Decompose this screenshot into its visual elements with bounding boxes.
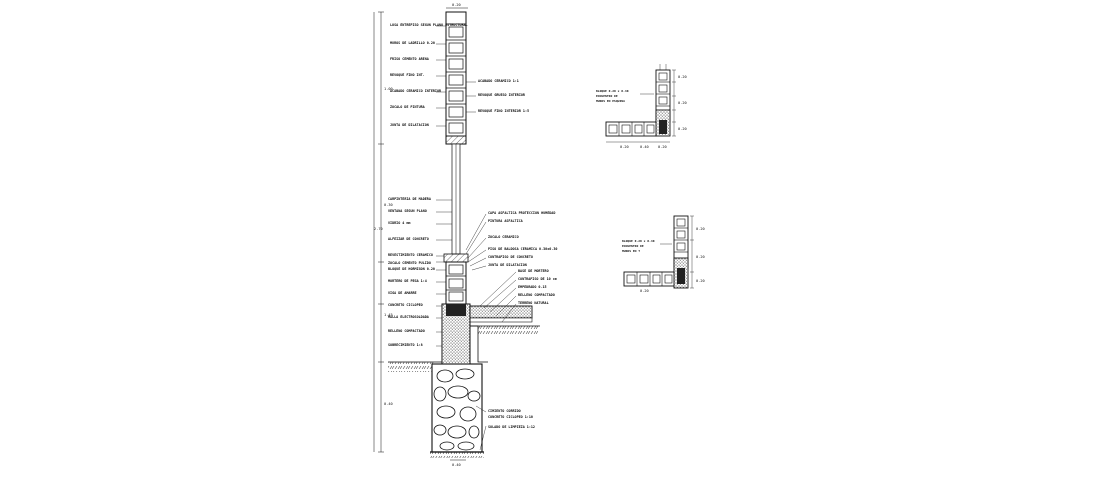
dim-left-top: 1.00: [384, 87, 393, 91]
annotation-label: CONCRETO CICLOPEO: [388, 303, 423, 307]
labels-foundation: CIMIENTO CORRIDO CONCRETO CICLOPEO 1:10SO…: [488, 409, 535, 429]
detail-dimension: 0.20: [620, 145, 629, 149]
detail-dimension: 0.20: [640, 289, 649, 293]
dim-top-width: 0.20: [452, 3, 461, 7]
annotation-label: BLOQUE 0.20 x 0.40: [596, 89, 629, 93]
dim-left-base: 0.40: [384, 402, 393, 406]
dim-left-mid: 0.30: [384, 203, 393, 207]
annotation-label: VIDRIO 4 mm: [388, 221, 410, 225]
annotation-label: MORTERO DE PEGA 1:4: [388, 279, 427, 283]
detail-dimension: 0.20: [678, 75, 687, 79]
annotation-label: VIGA DE AMARRE: [388, 291, 417, 295]
detail-dimension: 0.20: [696, 255, 705, 259]
annotation-label: CONTRAPISO DE 10 cm: [518, 277, 557, 281]
annotation-label: FRISO CEMENTO ARENA: [390, 57, 429, 61]
annotation-label: JUNTA DE DILATACION: [488, 263, 527, 267]
annotation-label: PINTURA ASFALTICA: [488, 219, 523, 223]
annotation-label: BLOQUE 0.20 x 0.40: [622, 239, 655, 243]
annotation-label: MUROS EN T: [622, 249, 640, 253]
annotation-label: RELLENO COMPACTADO: [388, 329, 425, 333]
detail-dimension: 0.20: [696, 227, 705, 231]
annotation-label: BLOQUE DE HORMIGON 0.20: [388, 267, 435, 271]
annotation-label: RELLENO COMPACTADO: [518, 293, 555, 297]
annotation-label: ZOCALO CEMENTO PULIDO: [388, 261, 431, 265]
annotation-label: CIMIENTO CORRIDO: [488, 409, 521, 413]
detail-dimension: 0.20: [678, 101, 687, 105]
detail-dimension: 0.20: [678, 127, 687, 131]
dim-bottom-width: 0.40: [452, 463, 461, 467]
labels-mid-left: CARPINTERIA DE MADERA VENTANA SEGUN PLANO…: [388, 197, 433, 265]
detail-dimension: 0.20: [696, 279, 705, 283]
annotation-label: VENTANA SEGUN PLANO: [388, 209, 427, 213]
cyclopean-stones: [433, 368, 481, 451]
annotation-label: REVOQUE FINO INTERIOR 1:5: [478, 109, 529, 113]
window-sill: [443, 253, 469, 263]
annotation-label: EMPEDRADO 0.15: [518, 285, 547, 289]
detail-corner: [605, 64, 676, 143]
annotation-label: ZOCALO CERAMICO: [488, 235, 519, 239]
soil-right: [478, 326, 538, 336]
detail-corner-dims: 0.20 0.20 0.20 0.20 0.40 0.20: [620, 75, 687, 149]
annotation-label: BASE DE MORTERO: [518, 269, 549, 273]
labels-mid-right: CAPA ASFALTICA PROTECCION HUMEDAD PINTURA…: [488, 211, 557, 267]
dim-left-lower: 1.45: [384, 313, 393, 317]
annotation-label: REVESTIMIENTO CERAMICO: [388, 253, 433, 257]
lintel: [445, 135, 467, 145]
upper-block-courses: [446, 23, 466, 137]
detail-dimension: 0.20: [658, 145, 667, 149]
annotation-label: ACABADO CERAMICO 1:1: [478, 79, 519, 83]
labels-upper-left: LOSA ENTREPISO SEGUN PLANO ESTRUCTURAL MU…: [390, 23, 468, 127]
annotation-label: TERRENO NATURAL: [518, 301, 549, 305]
annotation-label: MALLA ELECTROSOLDADA: [388, 315, 429, 319]
tie-beam: [446, 304, 466, 316]
annotation-label: CONCRETO CICLOPEO 1:10: [488, 415, 533, 419]
annotation-label: CONTRAPISO DE CONCRETO: [488, 255, 533, 259]
detail-dimension: 0.40: [640, 145, 649, 149]
labels-lower-right: BASE DE MORTERO CONTRAPISO DE 10 cm EMPEDR…: [518, 269, 557, 305]
annotation-label: LOSA ENTREPISO SEGUN PLANO ESTRUCTURAL: [390, 23, 468, 27]
annotation-label: SOBRECIMIENTO 1:8: [388, 343, 423, 347]
annotation-label: MUROS DE LADRILLO 0.20: [390, 41, 435, 45]
annotation-label: JUNTA DE DILATACION: [390, 123, 429, 127]
floor-slab: [465, 305, 533, 319]
annotation-label: ENCUENTRO DE: [596, 94, 618, 98]
annotation-label: ALFEIZAR DE CONCRETO: [388, 237, 429, 241]
leader-lines: [436, 25, 517, 451]
detail-t-joint: [623, 215, 694, 289]
annotation-label: MUROS EN ESQUINA: [596, 99, 625, 103]
annotation-label: ENCUENTRO DE: [622, 244, 644, 248]
annotation-label: PISO DE BALDOSA CERAMICA 0.30x0.30: [488, 247, 557, 251]
annotation-label: ACABADO CERAMICO INTERIOR: [390, 89, 442, 93]
annotation-label: REVOQUE GRUESO INTERIOR: [478, 93, 526, 97]
detail-t-joint-dims: 0.20 0.20 0.20 0.20: [640, 227, 705, 293]
annotation-label: ZOCALO DE PINTURA: [390, 105, 425, 109]
annotation-label: CARPINTERIA DE MADERA: [388, 197, 431, 201]
dim-left-total: 2.70: [374, 227, 383, 231]
wall-section: 0.20: [388, 3, 540, 467]
annotation-label: SOLADO DE LIMPIEZA 1:12: [488, 425, 535, 429]
soil-left: [388, 362, 434, 372]
annotation-label: REVOQUE FINO INT.: [390, 73, 425, 77]
dimension-chain: [373, 11, 384, 453]
annotation-label: CAPA ASFALTICA PROTECCION HUMEDAD: [488, 211, 555, 215]
